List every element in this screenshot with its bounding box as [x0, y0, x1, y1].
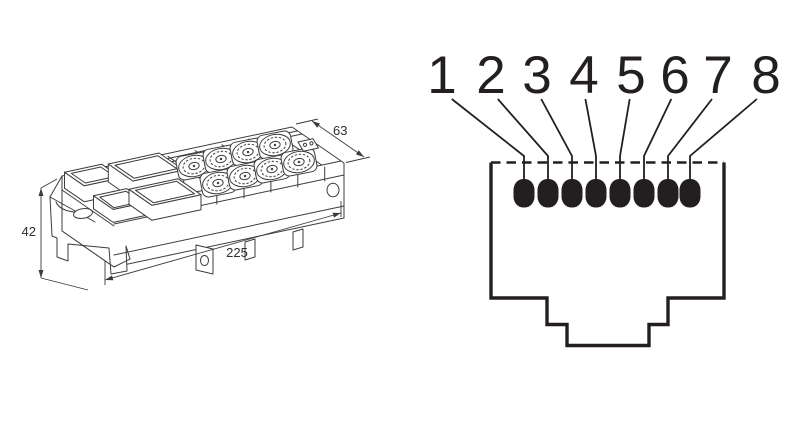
dimension-length-label: 225 [226, 245, 248, 260]
m12-connector [253, 154, 291, 184]
mounting-feet [195, 228, 304, 275]
dimension-depth: 63 [295, 118, 371, 163]
pin-number-label: 7 [703, 46, 732, 105]
pin-number-label: 2 [476, 46, 505, 105]
pin-contact [657, 179, 679, 208]
pin-contact [537, 179, 559, 208]
leader-line [689, 98, 758, 180]
pin-contact [561, 179, 583, 208]
dimension-height: 42 [22, 178, 89, 291]
pin-number-label: 5 [616, 46, 645, 105]
pin-number-label: 1 [427, 46, 456, 105]
module-technical-drawing: 42 63 225 [22, 118, 371, 291]
module-mounting-flange [49, 175, 131, 275]
leader-line [643, 98, 673, 180]
rect-connector-shroud [128, 178, 202, 221]
pin-number-label: 6 [660, 46, 689, 105]
leader-line [540, 98, 573, 180]
flange-oval-hole [73, 208, 93, 219]
leader-line [451, 98, 525, 180]
pin-contact [585, 179, 607, 208]
end-face-hole [326, 182, 340, 198]
leader-line [667, 98, 713, 180]
pin-contact [633, 179, 655, 208]
m12-connector [199, 168, 237, 198]
leader-line [497, 98, 549, 180]
small-aux-connector [297, 138, 319, 152]
m12-connector [226, 161, 264, 191]
dimension-depth-label: 63 [333, 123, 347, 138]
rj45-outline [489, 162, 726, 348]
pin-contact [609, 179, 631, 208]
rj45-pinout-diagram: 1 2 3 4 5 6 7 8 [427, 46, 781, 348]
pin-number-label: 3 [522, 46, 551, 105]
pin-contacts [513, 179, 701, 208]
pin-number-label: 4 [569, 46, 598, 105]
m12-connector [280, 147, 318, 177]
pin-number-labels: 1 2 3 4 5 6 7 8 [427, 46, 780, 105]
dimension-height-label: 42 [22, 224, 36, 239]
front-face-detail-lines [113, 166, 345, 256]
leader-line [584, 98, 597, 180]
leader-lines [451, 98, 758, 180]
pin-number-label: 8 [751, 46, 780, 105]
dimension-length: 225 [104, 201, 342, 285]
pin-contact [679, 179, 701, 208]
pin-contact [513, 179, 535, 208]
leader-line [619, 98, 631, 180]
m12-connector [175, 151, 213, 181]
